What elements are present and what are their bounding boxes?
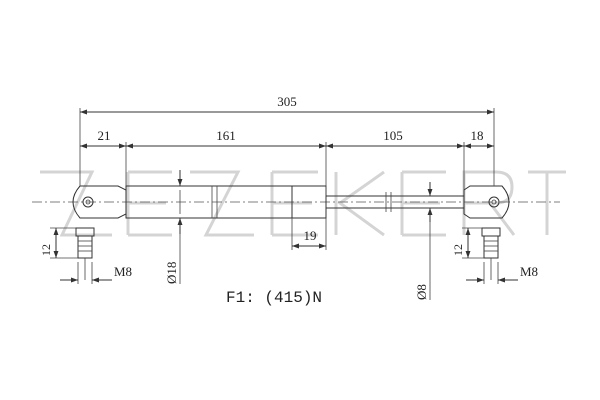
left-ball-stud — [75, 227, 95, 280]
dim-rod-diameter: Ø8 — [414, 182, 433, 300]
dim-right-stud-label: 12 — [451, 244, 465, 256]
dim-left-end-label: 21 — [98, 128, 111, 143]
dim-rod-label: 105 — [383, 128, 403, 143]
dim-rod-diameter-label: Ø8 — [414, 284, 429, 300]
dim-segments: 21 161 105 18 — [80, 128, 494, 149]
dim-left-thread-label: M8 — [114, 264, 132, 279]
dim-left-thread: M8 — [60, 262, 132, 284]
dim-sleeve: 19 — [292, 228, 326, 249]
dim-right-stud: 12 — [451, 227, 484, 259]
extension-lines — [79, 108, 495, 250]
watermark-logo — [40, 170, 566, 237]
force-note: F1: (415)N — [226, 289, 322, 307]
dim-sleeve-label: 19 — [304, 228, 317, 243]
dim-body-label: 161 — [216, 128, 236, 143]
dim-overall-label: 305 — [277, 94, 297, 109]
dim-body-diameter: Ø18 — [164, 170, 183, 284]
dim-left-stud-label: 12 — [39, 244, 53, 256]
dim-overall: 305 — [80, 94, 494, 115]
right-ball-stud — [481, 227, 501, 280]
right-eye-end — [463, 185, 510, 219]
dim-right-thread: M8 — [466, 262, 538, 284]
dim-left-stud: 12 — [39, 227, 78, 259]
dim-right-thread-label: M8 — [520, 264, 538, 279]
dim-body-diameter-label: Ø18 — [164, 262, 179, 284]
dim-right-end-label: 18 — [471, 128, 484, 143]
